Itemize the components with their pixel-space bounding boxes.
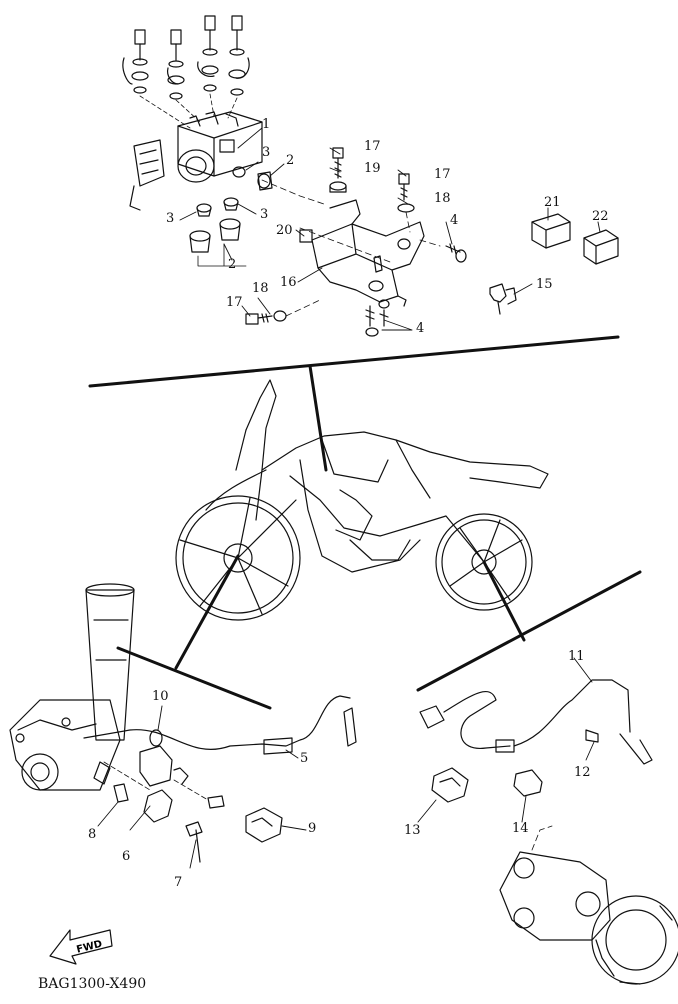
callout-18: 18: [252, 281, 269, 296]
bracket: [300, 200, 424, 306]
pointer-rear-wheel: [484, 562, 524, 640]
rear-wheel-sensor: [420, 680, 652, 764]
callout-20: 20: [276, 223, 293, 238]
front-wheel-sensor: [84, 696, 356, 862]
callout-5: 5: [300, 751, 309, 766]
callout-21: 21: [544, 195, 561, 210]
callout-9: 9: [308, 821, 317, 836]
callout-10: 10: [152, 689, 169, 704]
callout-3: 3: [260, 207, 269, 222]
callout-2: 2: [286, 153, 295, 168]
callout-3: 3: [166, 211, 175, 226]
front-harness-clip: [246, 808, 282, 842]
figure-code: BAG1300-X490: [38, 976, 147, 992]
leader-lines: [98, 128, 600, 868]
callout-7: 7: [174, 875, 183, 890]
pointer-top: [310, 366, 326, 470]
callout-1: 1: [262, 117, 271, 132]
callout-3: 3: [262, 145, 271, 160]
callout-6: 6: [122, 849, 131, 864]
bolts-and-washers: [246, 148, 466, 336]
dampers: [190, 167, 272, 266]
callout-22: 22: [592, 209, 609, 224]
hydraulic-unit: [130, 112, 262, 210]
rear-caliper-and-disc: [500, 826, 678, 984]
callout-19: 19: [364, 161, 381, 176]
callout-14: 14: [512, 821, 529, 836]
callout-16: 16: [280, 275, 297, 290]
callout-17: 17: [434, 167, 451, 182]
fwd-arrow-icon: [50, 930, 112, 964]
callout-4: 4: [416, 321, 425, 336]
callout-2: 2: [228, 257, 237, 272]
right-section-divider: [418, 572, 640, 690]
motorcycle: [176, 380, 548, 620]
callout-4: 4: [450, 213, 459, 228]
callout-11: 11: [568, 649, 585, 664]
left-section-divider: [118, 648, 270, 708]
callout-17: 17: [226, 295, 243, 310]
callout-8: 8: [88, 827, 97, 842]
sensor-clamp: [490, 284, 516, 314]
callout-18: 18: [434, 191, 451, 206]
rear-harness-clips: [432, 768, 542, 802]
brake-hose-fittings: [123, 16, 249, 128]
top-section-divider: [90, 337, 618, 386]
imu-and-ecu: [532, 214, 618, 264]
callout-17: 17: [364, 139, 381, 154]
front-fork: [10, 584, 134, 790]
callout-13: 13: [404, 823, 421, 838]
callout-15: 15: [536, 277, 553, 292]
callout-12: 12: [574, 765, 591, 780]
